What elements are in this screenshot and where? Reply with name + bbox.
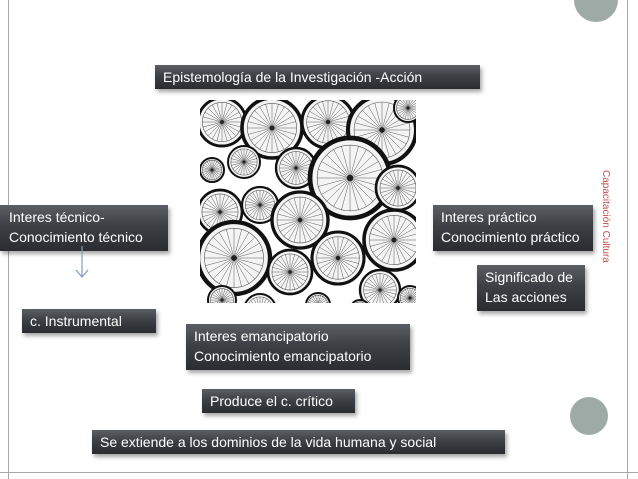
wheel-icon [307,135,393,221]
practico-box: Interes práctico Conocimiento práctico [433,205,593,251]
bicycle-wheels-image [200,100,416,303]
title-box: Epistemología de la Investigación -Acció… [155,65,480,89]
emancipatorio-line1: Interes emancipatorio [194,328,329,344]
decorative-circle-top [574,0,618,22]
critico-text: Produce el c. crítico [210,393,333,409]
title-text: Epistemología de la Investigación -Acció… [163,69,423,85]
tecnico-line1: Interes técnico- [9,209,105,225]
wheel-icon [374,164,416,212]
down-arrow-icon [75,246,89,278]
wheel-icon [351,299,369,303]
wheel-icon [274,146,318,190]
practico-line1: Interes práctico [441,209,537,225]
extiende-text: Se extiende a los dominios de la vida hu… [100,434,437,450]
wheel-icon [227,145,261,179]
wheel-icon [393,100,416,123]
wheel-icon [397,285,416,303]
wheel-icon [266,248,314,296]
emancipatorio-line2: Conocimiento emancipatorio [194,348,372,364]
emancipatorio-box: Interes emancipatorio Conocimiento emanc… [186,324,410,370]
tecnico-box: Interes técnico- Conocimiento técnico [0,205,168,251]
wheel-icon [270,190,330,250]
extiende-box: Se extiende a los dominios de la vida hu… [92,430,505,454]
wheel-icon [244,293,276,303]
side-note: Capacitación Cultura [600,170,611,263]
wheel-icon [200,219,273,297]
tecnico-line2: Conocimiento técnico [9,229,143,245]
wheel-icon [362,208,416,272]
instrumental-box: c. Instrumental [22,309,156,333]
frame-right-line [627,0,628,479]
significado-line2: Las acciones [485,289,567,305]
critico-box: Produce el c. crítico [202,389,355,413]
practico-line2: Conocimiento práctico [441,229,580,245]
instrumental-text: c. Instrumental [30,313,122,329]
wheel-icon [200,100,248,148]
wheel-icon [207,285,237,303]
significado-box: Significado de Las acciones [477,265,585,311]
significado-line1: Significado de [485,269,573,285]
frame-bottom-line [0,472,638,473]
decorative-circle-bottom [570,397,608,435]
wheel-icon [305,292,331,303]
wheel-icon [358,268,402,303]
wheel-icon [240,185,280,225]
wheel-icon [310,230,366,286]
wheel-icon [200,157,225,183]
